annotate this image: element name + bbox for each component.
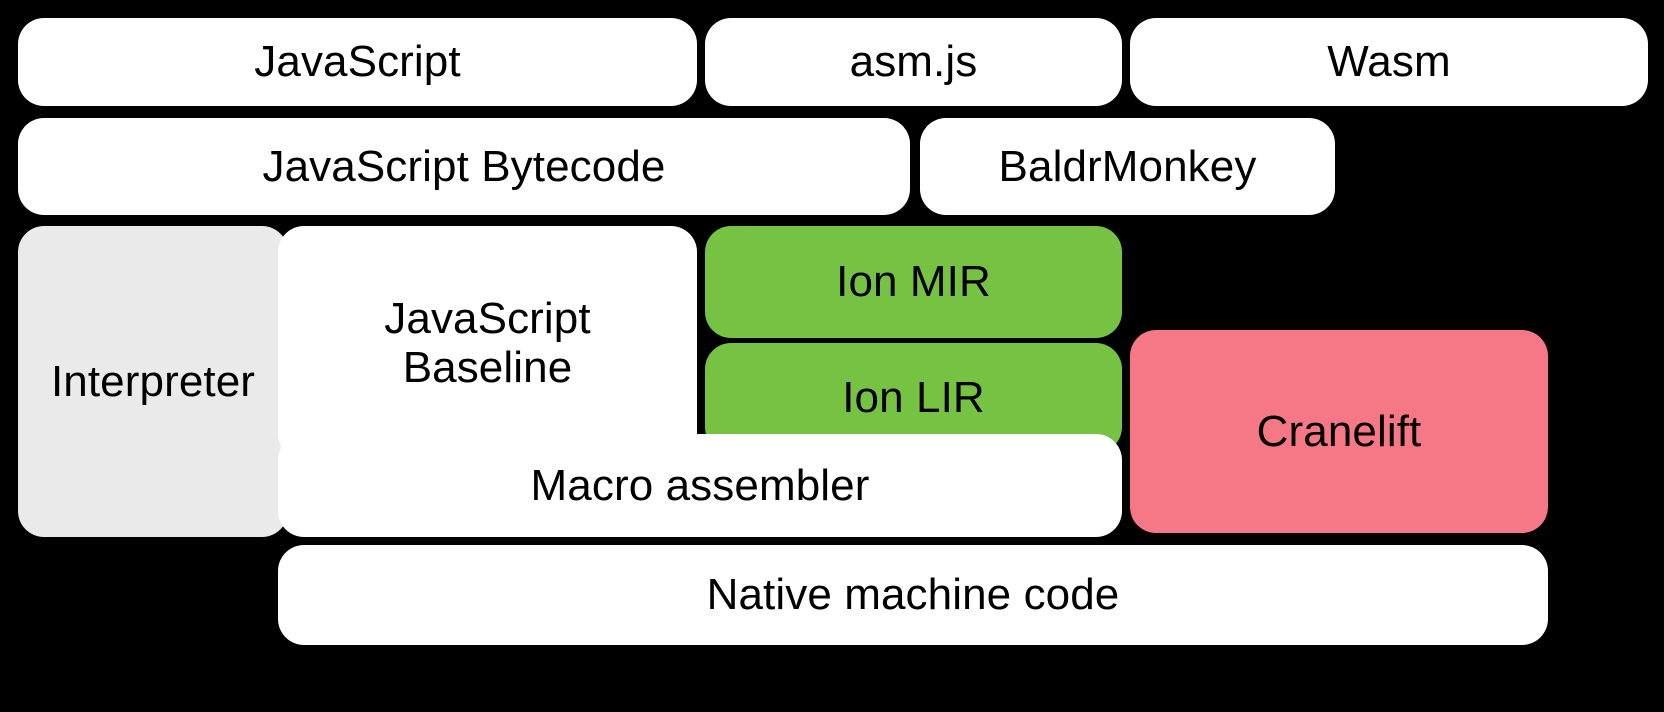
- node-javascript-baseline[interactable]: JavaScript Baseline: [278, 226, 697, 460]
- node-asm-js[interactable]: asm.js: [705, 18, 1122, 106]
- node-ion-mir[interactable]: Ion MIR: [705, 226, 1122, 338]
- node-native-machine-code[interactable]: Native machine code: [278, 545, 1548, 645]
- node-macro-assembler[interactable]: Macro assembler: [278, 434, 1122, 537]
- node-javascript[interactable]: JavaScript: [18, 18, 697, 106]
- node-javascript-bytecode[interactable]: JavaScript Bytecode: [18, 118, 910, 215]
- node-interpreter[interactable]: Interpreter: [18, 226, 288, 537]
- node-cranelift[interactable]: Cranelift: [1130, 330, 1548, 533]
- node-baldrmonkey[interactable]: BaldrMonkey: [920, 118, 1335, 215]
- node-wasm[interactable]: Wasm: [1130, 18, 1648, 106]
